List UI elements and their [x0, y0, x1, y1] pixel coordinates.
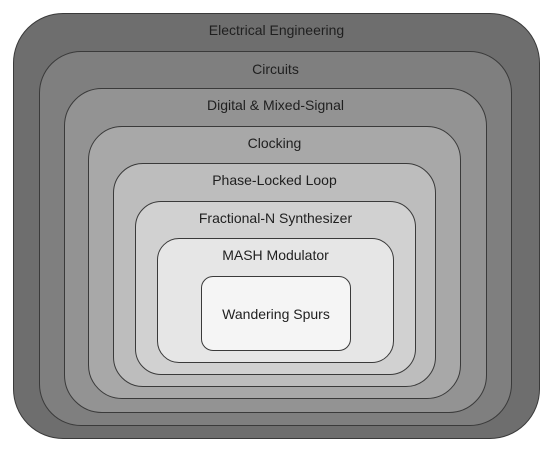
- layer-wandering-spurs: Wandering Spurs: [201, 276, 351, 351]
- layer-label-digital-mixed-signal: Digital & Mixed-Signal: [207, 97, 344, 113]
- layer-label-wandering-spurs: Wandering Spurs: [222, 305, 330, 322]
- layer-label-fractional-n-synthesizer: Fractional-N Synthesizer: [198, 210, 353, 226]
- layer-label-mash-modulator: MASH Modulator: [222, 247, 329, 263]
- layer-label-electrical-engineering: Electrical Engineering: [208, 22, 345, 38]
- layer-label-clocking: Clocking: [247, 135, 302, 151]
- layer-label-phase-locked-loop: Phase-Locked Loop: [212, 172, 337, 188]
- layer-label-circuits: Circuits: [252, 61, 299, 77]
